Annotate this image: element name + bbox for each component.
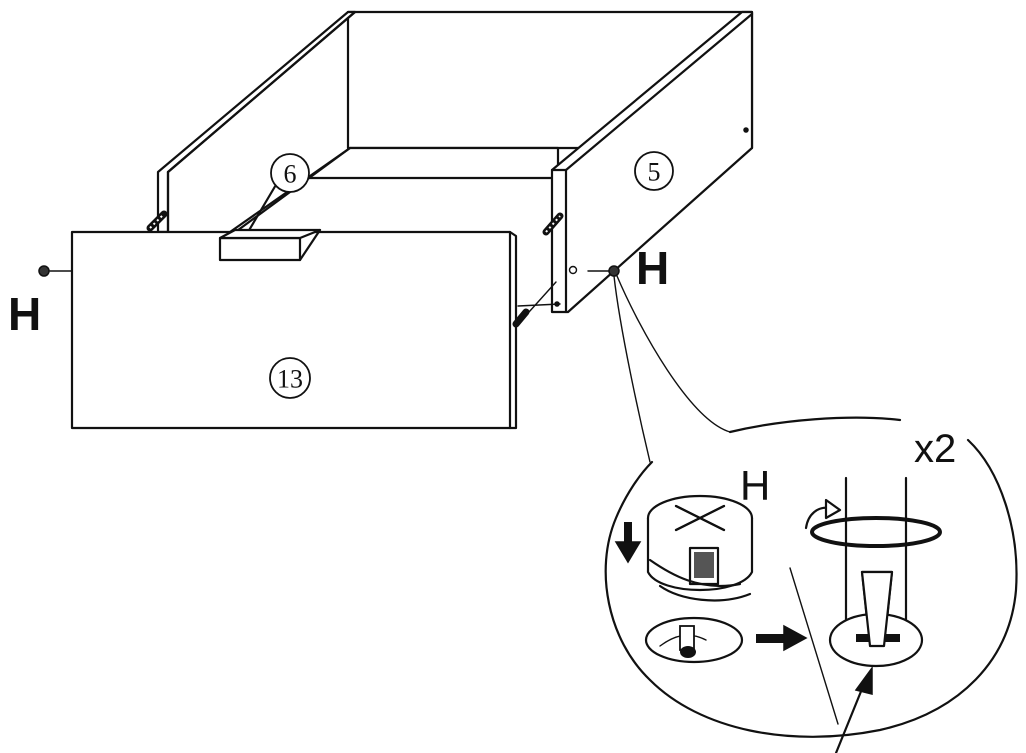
arrow-right-icon	[756, 624, 808, 652]
part-label-back: 6	[270, 153, 310, 193]
detail-callout: x2 H	[604, 275, 1018, 753]
part-number-13: 13	[277, 365, 303, 394]
part-label-front: 13	[269, 357, 311, 399]
left-side-panel	[156, 10, 357, 234]
arrow-down-icon	[614, 522, 642, 564]
detail-fitting-label: H	[740, 462, 770, 509]
part-label-right-side: 5	[634, 151, 674, 191]
insertion-hole	[644, 616, 744, 664]
cam-lock-icon	[646, 494, 754, 602]
drawer-box	[38, 10, 754, 430]
pointer-arrow-icon	[834, 665, 873, 753]
dowel-front-right	[512, 281, 561, 328]
rotate-clockwise-icon	[804, 498, 942, 548]
front-panel	[70, 230, 518, 430]
part-number-5: 5	[648, 158, 661, 187]
dowel-right	[542, 212, 564, 236]
dowel-left	[146, 210, 168, 232]
cam-lock-marker-left	[38, 265, 73, 277]
screwdriver-icon	[828, 476, 924, 668]
handle-tab	[218, 228, 322, 262]
quantity-label: x2	[914, 427, 956, 471]
part-number-6: 6	[284, 160, 297, 189]
fitting-label-right: H	[636, 242, 669, 294]
fitting-label-left: H	[8, 288, 41, 340]
